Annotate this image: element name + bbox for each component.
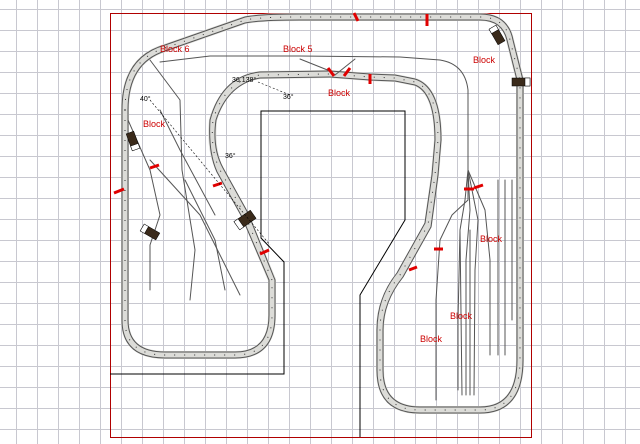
angle-annotation-36-138: 36.138° <box>232 76 256 84</box>
block-label-yard-low: Block <box>420 334 443 344</box>
locomotive-top-right <box>488 24 506 46</box>
block-label-right: Block <box>480 234 503 244</box>
block-gap <box>259 248 270 256</box>
block-gap <box>212 181 223 188</box>
block-gap <box>326 67 336 77</box>
locomotive-left-lower <box>139 223 161 241</box>
block-gap <box>342 67 352 77</box>
block-gap <box>149 163 160 170</box>
block-gaps <box>113 12 484 272</box>
block-label-top-right: Block <box>473 55 496 65</box>
block-labels: Block 6 Block 5 Block Block Block Block … <box>143 44 503 344</box>
block-gap <box>113 187 125 195</box>
annotation-leader <box>257 81 291 96</box>
block-label-center-top: Block <box>328 88 351 98</box>
track-rails <box>121 13 524 414</box>
angle-annotation-36-left: 36° <box>225 152 236 160</box>
block-gap <box>352 12 360 22</box>
angle-annotation-36-top: 36° <box>283 93 294 101</box>
block-label-left: Block <box>143 119 166 129</box>
block-gap <box>473 183 484 190</box>
block-6-label: Block 6 <box>160 44 190 54</box>
locomotive-right-side <box>511 77 531 87</box>
block-label-yard-mid: Block <box>450 311 473 321</box>
block-gap <box>408 265 418 272</box>
aisle-wall-left <box>110 110 406 437</box>
angle-annotation-40: 40° <box>140 95 151 103</box>
annotation-leader <box>149 99 271 246</box>
rolling-stock <box>125 24 531 241</box>
roadbed <box>121 13 524 414</box>
block-5-label: Block 5 <box>283 44 313 54</box>
locomotive-left <box>125 130 141 152</box>
locomotive-center <box>233 209 257 231</box>
angle-annotations: 40° 36° 36.138° 36° <box>140 76 294 246</box>
